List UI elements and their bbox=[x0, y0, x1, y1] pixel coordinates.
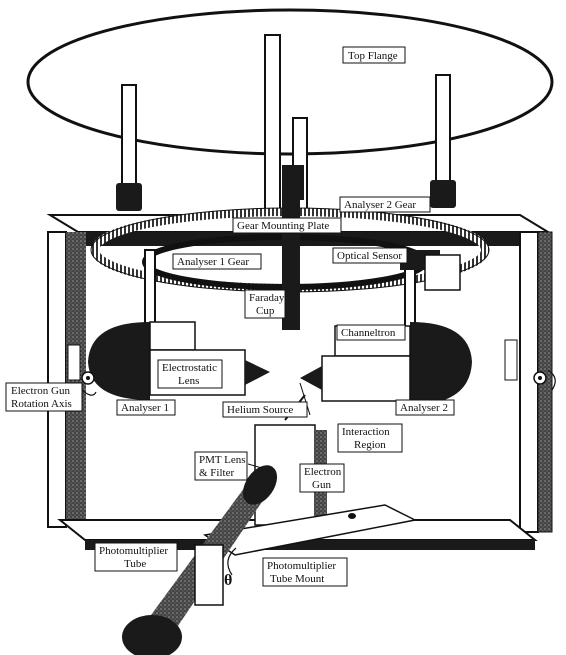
top-flange bbox=[26, 8, 554, 156]
text-electron-gun-1: Electron bbox=[304, 466, 342, 478]
text-channeltron: Channeltron bbox=[341, 327, 396, 339]
optical-sensor bbox=[400, 250, 461, 291]
text-eg-axis-2: Rotation Axis bbox=[11, 398, 72, 410]
text-pmt-mount-2: Tube Mount bbox=[270, 573, 324, 585]
pmt-mount-hole bbox=[348, 513, 356, 519]
label-electron-gun-rotation-axis: Electron Gun Rotation Axis bbox=[5, 382, 83, 412]
analyser-2 bbox=[300, 322, 472, 405]
text-pmt-1: Photomultiplier bbox=[99, 545, 168, 557]
label-optical-sensor: Optical Sensor bbox=[332, 247, 408, 264]
theta-symbol: θ bbox=[224, 572, 232, 589]
text-electron-gun-2: Gun bbox=[312, 479, 331, 491]
text-electrostatic-2: Lens bbox=[178, 375, 199, 387]
theta-arrow bbox=[227, 547, 237, 576]
text-faraday-1: Faraday bbox=[249, 292, 285, 304]
text-analyser-1-gear: Analyser 1 Gear bbox=[177, 256, 249, 268]
text-top-flange: Top Flange bbox=[348, 50, 398, 62]
label-photomultiplier-tube-mount: Photomultiplier Tube Mount bbox=[262, 557, 348, 587]
text-electrostatic-1: Electrostatic bbox=[162, 362, 217, 374]
text-helium-source: Helium Source bbox=[227, 404, 293, 416]
label-helium-source: Helium Source bbox=[222, 401, 308, 418]
text-pmt-lens-2: & Filter bbox=[199, 467, 234, 479]
text-gear-mounting-plate: Gear Mounting Plate bbox=[237, 220, 329, 232]
text-eg-axis-1: Electron Gun bbox=[11, 385, 70, 397]
label-electron-gun: Electron Gun bbox=[299, 463, 345, 493]
rod-clamps bbox=[116, 165, 456, 211]
label-faraday-cup: Faraday Cup bbox=[244, 289, 286, 319]
text-optical-sensor: Optical Sensor bbox=[337, 250, 402, 262]
label-interaction-region: Interaction Region bbox=[337, 423, 403, 453]
text-pmt-lens-1: PMT Lens bbox=[199, 454, 246, 466]
label-top-flange: Top Flange bbox=[342, 46, 406, 64]
label-electrostatic-lens: Electrostatic Lens bbox=[157, 359, 223, 389]
label-analyser-1-gear: Analyser 1 Gear bbox=[172, 253, 262, 270]
text-analyser-2: Analyser 2 bbox=[400, 402, 448, 414]
label-analyser-2-gear: Analyser 2 Gear bbox=[339, 196, 431, 213]
label-gear-mounting-plate: Gear Mounting Plate bbox=[232, 217, 342, 234]
text-analyser-1: Analyser 1 bbox=[121, 402, 169, 414]
text-interaction-2: Region bbox=[354, 439, 386, 451]
text-faraday-2: Cup bbox=[256, 305, 275, 317]
label-channeltron: Channeltron bbox=[336, 324, 406, 341]
label-photomultiplier-tube: Photomultiplier Tube bbox=[94, 542, 178, 572]
electron-gun-rotation-pins bbox=[67, 339, 556, 396]
label-analyser-1: Analyser 1 bbox=[116, 399, 176, 416]
text-analyser-2-gear: Analyser 2 Gear bbox=[344, 199, 416, 211]
text-pmt-mount-1: Photomultiplier bbox=[267, 560, 336, 572]
label-analyser-2: Analyser 2 bbox=[395, 399, 455, 416]
pmt-support-block bbox=[194, 544, 224, 606]
label-pmt-lens: PMT Lens & Filter bbox=[194, 451, 248, 481]
text-interaction-1: Interaction bbox=[342, 426, 390, 438]
text-pmt-2: Tube bbox=[124, 558, 146, 570]
